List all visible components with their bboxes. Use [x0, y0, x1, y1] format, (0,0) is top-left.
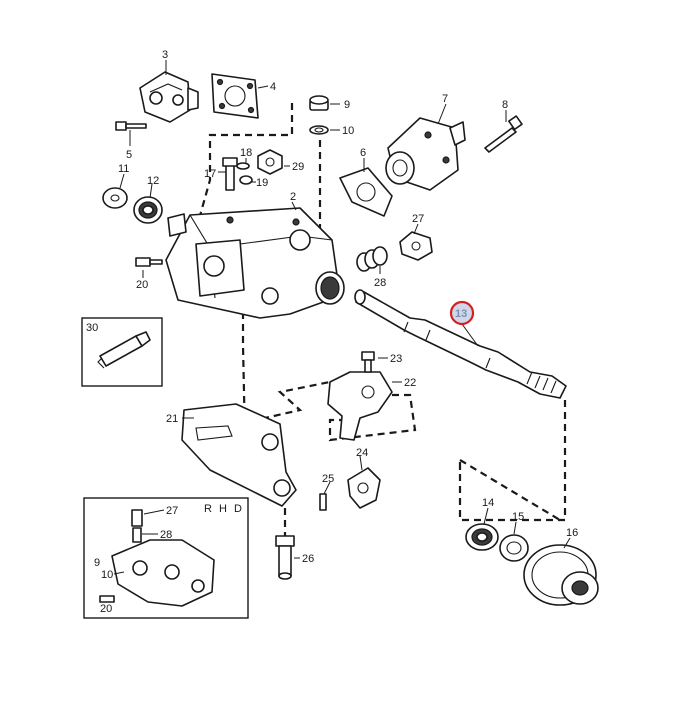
highlight-ring-13	[449, 300, 475, 326]
part-18-washer	[236, 162, 250, 170]
callout-13: 13	[455, 308, 467, 320]
part-25-pin	[319, 493, 327, 511]
part-23-screw	[361, 351, 375, 373]
part-22-lever	[327, 371, 393, 441]
part-15-bushing	[499, 534, 529, 562]
callout-14: 14	[482, 497, 494, 509]
callout-26: 26	[302, 553, 314, 565]
callout-21: 21	[166, 413, 178, 425]
leader-lines	[119, 60, 571, 559]
callout-2: 2	[290, 191, 296, 203]
callout-25: 25	[322, 473, 334, 485]
callout-8: 8	[502, 99, 508, 111]
callout-22: 22	[404, 377, 416, 389]
part-30-grease-box	[81, 317, 163, 387]
part-16-boot	[523, 544, 599, 606]
callout-17: 17	[204, 168, 216, 180]
callout-29: 29	[292, 161, 304, 173]
callout-30: 30	[86, 322, 98, 334]
callout-23: 23	[390, 353, 402, 365]
callout-19: 19	[256, 177, 268, 189]
inset-callout-27: 27	[166, 505, 178, 517]
part-14-bearing	[465, 523, 499, 551]
inset-callout-20: 20	[100, 603, 112, 615]
callout-5: 5	[126, 149, 132, 161]
callout-15: 15	[512, 511, 524, 523]
callout-labels: 3 4 5 9 10 7 8 6 11 12 17 18 19 29 2 27 …	[86, 49, 578, 615]
inset-label-rhd: R H D	[204, 503, 244, 515]
part-7-actuator	[385, 117, 466, 191]
inset-callout-10: 10	[101, 569, 113, 581]
callout-11: 11	[118, 163, 129, 175]
callout-20: 20	[136, 279, 148, 291]
part-9-plug	[309, 95, 329, 111]
part-27-fitting	[399, 231, 433, 261]
part-5-bolt	[115, 121, 147, 131]
part-19-nut	[239, 175, 253, 185]
part-8-long-bolt	[484, 115, 523, 153]
part-24-cam	[347, 467, 381, 509]
rhd-inset-box	[83, 497, 249, 619]
part-13-shaft	[354, 289, 567, 399]
callout-6: 6	[360, 147, 366, 159]
callout-10: 10	[342, 125, 354, 137]
callout-28: 28	[374, 277, 386, 289]
callout-27: 27	[412, 213, 424, 225]
part-26-fitting	[275, 535, 295, 580]
part-29-nut	[257, 149, 283, 175]
inset-leader-lines	[113, 509, 165, 575]
part-28-seals	[356, 246, 388, 272]
callout-16: 16	[566, 527, 578, 539]
callout-7: 7	[442, 93, 448, 105]
callout-3: 3	[162, 49, 168, 61]
callout-12: 12	[147, 175, 159, 187]
part-12-bearing	[133, 196, 163, 224]
part-4-gasket	[211, 73, 259, 119]
part-10-washer	[309, 125, 329, 135]
part-21-bracket	[181, 403, 297, 507]
part-3-valve-housing	[139, 71, 199, 123]
inset-callout-28: 28	[160, 529, 172, 541]
part-11-washer	[102, 187, 128, 209]
part-2-main-housing	[165, 207, 345, 319]
callout-24: 24	[356, 447, 368, 459]
part-6-gasket	[339, 167, 393, 217]
inset-callout-9: 9	[94, 557, 100, 569]
part-17-screw	[222, 157, 238, 191]
callout-9: 9	[344, 99, 350, 111]
callout-18: 18	[240, 147, 252, 159]
callout-4: 4	[270, 81, 276, 93]
part-20-bolt	[135, 257, 163, 267]
